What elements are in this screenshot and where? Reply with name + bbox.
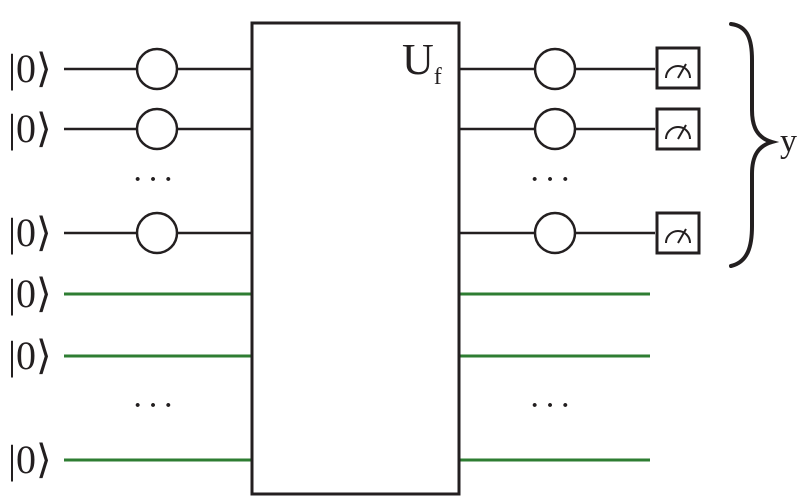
circle-gate-icon <box>533 211 577 255</box>
ellipsis-bottom-left: ··· <box>132 387 178 424</box>
input-ket-4: |0⟩ <box>8 271 52 316</box>
ellipses: ··· ··· ··· ··· <box>132 161 575 424</box>
measurement-meter-icon <box>655 211 701 255</box>
input-gates <box>135 47 179 255</box>
right-curly-brace-icon <box>729 22 780 268</box>
measurement-meter-icon <box>655 46 701 90</box>
ellipsis-top-right: ··· <box>529 161 575 198</box>
input-kets: |0⟩ |0⟩ |0⟩ |0⟩ |0⟩ |0⟩ <box>8 46 52 482</box>
circle-gate-icon <box>135 47 179 91</box>
gate-label-sub: f <box>434 64 442 90</box>
input-ket-5: |0⟩ <box>8 333 52 378</box>
input-ket-6: |0⟩ <box>8 437 52 482</box>
circle-gate-icon <box>135 107 179 151</box>
circle-gate-icon <box>533 107 577 151</box>
ellipsis-top-left: ··· <box>132 161 178 198</box>
circle-gate-icon <box>135 211 179 255</box>
gate-label: Uf <box>402 35 442 90</box>
input-ket-2: |0⟩ <box>8 106 52 151</box>
measurement-meter-icon <box>655 107 701 151</box>
output-gates <box>533 47 577 255</box>
bottom-register <box>64 292 650 462</box>
circle-gate-icon <box>533 47 577 91</box>
ellipsis-bottom-right: ··· <box>529 387 575 424</box>
gate-label-main: U <box>402 35 434 84</box>
input-ket-3: |0⟩ <box>8 210 52 255</box>
measurement-meters <box>655 46 701 255</box>
input-ket-1: |0⟩ <box>8 46 52 91</box>
unitary-gate-box <box>250 21 461 496</box>
brace-label: y <box>780 123 797 160</box>
